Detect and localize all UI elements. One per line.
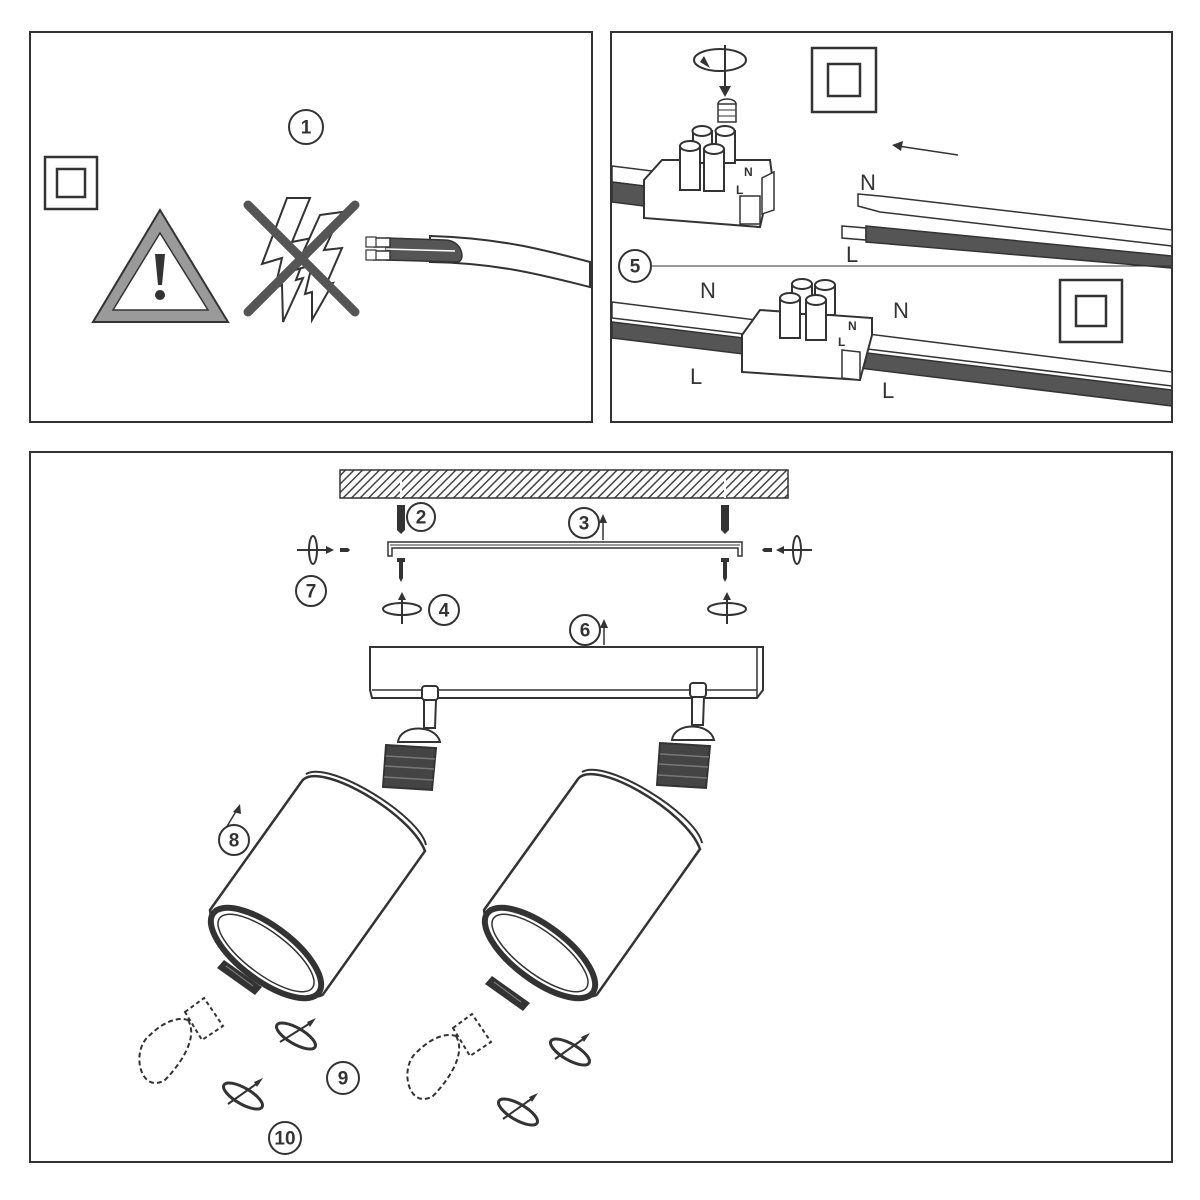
terminal-block-closed: N L xyxy=(741,278,873,382)
wire-live-label-right: L xyxy=(882,378,894,403)
wall-plug-left xyxy=(397,505,405,534)
step-8-label: 8 xyxy=(229,831,240,852)
rotate-ring-icon-10-right xyxy=(497,1093,539,1127)
no-power-lightning-icon xyxy=(243,197,360,324)
double-insulation-icon-wiring-bottom xyxy=(1058,278,1124,344)
step-1-marker: 1 xyxy=(288,109,324,145)
rotate-ring-icon-9-left xyxy=(275,1018,317,1051)
power-cable xyxy=(365,234,591,289)
step-9-marker: 9 xyxy=(326,1061,360,1095)
ceiling xyxy=(339,469,789,499)
rotate-screw-icon-right xyxy=(707,592,747,624)
warning-triangle-icon xyxy=(91,208,230,323)
rotate-ring-icon-10-left xyxy=(222,1078,264,1111)
swivel-joint-right xyxy=(689,682,707,726)
step-6-label: 6 xyxy=(580,621,591,642)
step-8-marker: 8 xyxy=(218,804,250,856)
rotate-screw-icon-left xyxy=(382,592,422,624)
step-9-label: 9 xyxy=(338,1069,349,1090)
panel-wiring: N L N L 5 N xyxy=(610,31,1173,423)
terminal-block-open: N L xyxy=(643,125,775,229)
screwdriver-rotation-icon xyxy=(693,45,747,97)
light-bulb-right xyxy=(406,1012,493,1100)
step-2-label: 2 xyxy=(416,508,427,529)
step-5-marker: 5 xyxy=(618,249,1172,283)
terminal-screw xyxy=(717,98,737,123)
terminal-upper-n-label: N xyxy=(744,165,753,179)
step-3-marker: 3 xyxy=(568,507,607,540)
step-6-marker: 6 xyxy=(569,614,608,646)
lamp-socket-right xyxy=(655,725,716,790)
spotlight-left: 8 9 xyxy=(138,685,442,1155)
bracket-screw-left xyxy=(397,558,405,582)
step-1-label: 1 xyxy=(301,118,312,139)
terminal-lower-l-label: L xyxy=(838,335,845,349)
bulb-retaining-ring-left xyxy=(217,960,262,995)
wire-neutral-label-top: N xyxy=(860,170,876,195)
double-insulation-icon-wiring-top xyxy=(810,46,878,114)
step-3-label: 3 xyxy=(579,514,590,535)
wire-live-label-left: L xyxy=(690,364,702,389)
lamp-shade-left xyxy=(207,770,427,1002)
step-10-marker: 10 xyxy=(268,1121,302,1155)
wall-plug-right xyxy=(721,505,729,534)
double-insulation-icon xyxy=(43,155,99,211)
light-bulb-left xyxy=(138,996,225,1084)
insert-direction-arrow xyxy=(892,141,959,156)
incoming-wires: N L xyxy=(841,170,1173,269)
step-4-marker: 4 xyxy=(428,594,460,626)
mounting-bracket xyxy=(387,541,743,557)
swivel-joint-left xyxy=(421,685,439,729)
step-2-marker: 2 xyxy=(406,502,436,532)
lamp-socket-left xyxy=(381,727,442,792)
lamp-shade-right xyxy=(481,768,703,1002)
rotate-ring-icon-9-right xyxy=(549,1033,591,1067)
wire-neutral-label-left: N xyxy=(700,278,716,303)
step-7-marker: 7 xyxy=(295,575,327,607)
wire-live-label-top: L xyxy=(846,242,858,267)
side-screw-right xyxy=(762,535,812,565)
bulb-retaining-ring-right xyxy=(485,976,530,1011)
step-4-label: 4 xyxy=(439,601,450,622)
panel-safety-frame xyxy=(29,31,593,423)
step-5-label: 5 xyxy=(630,257,641,278)
panel-safety: 1 xyxy=(29,31,593,423)
step-7-label: 7 xyxy=(306,582,317,603)
panel-mounting: 2 3 7 xyxy=(29,451,1173,1163)
wire-neutral-label-right: N xyxy=(893,298,909,323)
terminal-upper-l-label: L xyxy=(736,183,743,197)
terminal-lower-n-label: N xyxy=(848,319,857,333)
side-screw-left xyxy=(297,535,350,565)
spotlight-right xyxy=(406,682,716,1127)
step-10-label: 10 xyxy=(274,1129,295,1150)
bracket-screw-right xyxy=(721,558,729,582)
